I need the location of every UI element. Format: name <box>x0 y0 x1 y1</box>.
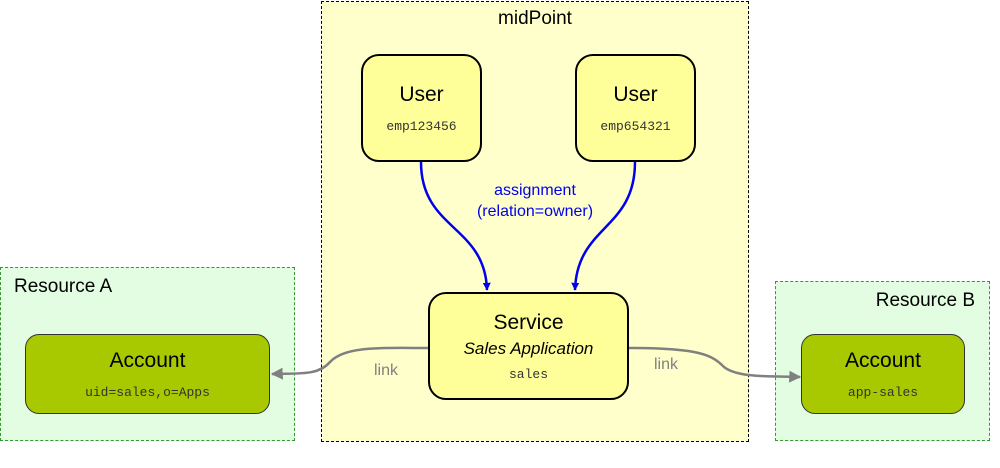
link-a-edge-label: link <box>374 362 399 379</box>
link-b-edge-label: link <box>654 356 679 373</box>
service-node-title: Service <box>493 310 564 334</box>
user-node-1-id: emp123456 <box>386 118 457 134</box>
link-edge-a <box>270 346 429 380</box>
service-node[interactable]: Service Sales Application sales <box>428 292 629 400</box>
assignment-edge-label: assignment (relation=owner) <box>440 180 630 222</box>
user-node-1[interactable]: User emp123456 <box>361 54 482 162</box>
resource-b-cluster-label: Resource B <box>875 290 975 311</box>
assignment-label-line2: (relation=owner) <box>476 203 594 220</box>
account-node-b-title: Account <box>845 348 921 372</box>
account-node-a-id: uid=sales,o=Apps <box>85 384 210 400</box>
user-node-2-title: User <box>613 82 658 106</box>
assignment-edge-user2 <box>571 161 637 291</box>
assignment-label-line1: assignment <box>494 182 576 199</box>
account-node-a-title: Account <box>109 348 186 372</box>
account-node-b[interactable]: Account app-sales <box>801 334 965 414</box>
account-node-a[interactable]: Account uid=sales,o=Apps <box>25 334 270 414</box>
assignment-edge-user1 <box>419 161 491 291</box>
user-node-2-id: emp654321 <box>600 118 671 134</box>
account-node-b-id: app-sales <box>847 384 919 400</box>
user-node-1-title: User <box>399 82 444 106</box>
user-node-2[interactable]: User emp654321 <box>575 54 696 162</box>
resource-a-cluster-label: Resource A <box>14 276 113 297</box>
link-edge-b <box>628 346 802 383</box>
midpoint-cluster-label: midPoint <box>498 8 572 29</box>
service-node-name: Sales Application <box>463 338 594 358</box>
service-node-id: sales <box>508 366 548 382</box>
